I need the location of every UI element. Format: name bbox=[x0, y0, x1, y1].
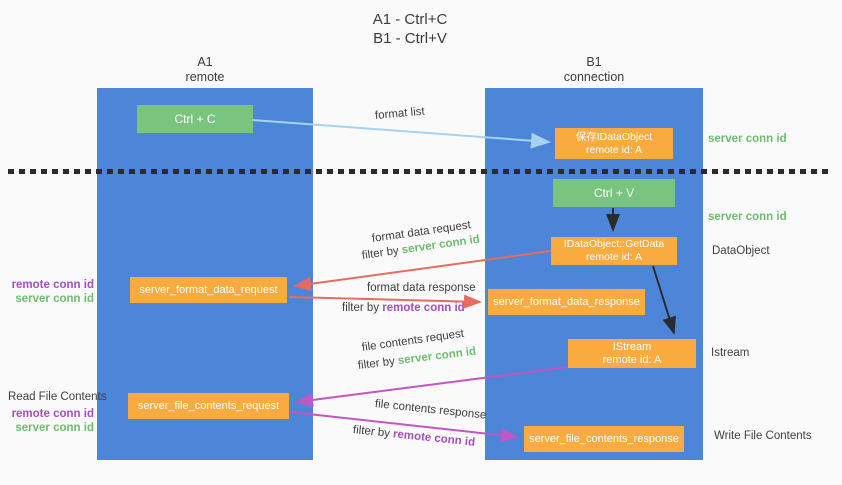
node-file-request-label: server_file_contents_request bbox=[137, 399, 280, 412]
node-server-format-data-response: server_format_data_response bbox=[488, 289, 645, 315]
filter-by-text: filter by bbox=[352, 424, 394, 441]
annotation-conn-ids-left-bottom: remote conn id server conn id bbox=[6, 407, 94, 435]
filter-by-text: filter by bbox=[357, 355, 399, 372]
node-istream: IStream remote id: A bbox=[568, 339, 696, 368]
remote-conn-id-text: remote conn id bbox=[382, 302, 465, 314]
node-save-idataobject-line2: remote id: A bbox=[585, 143, 643, 156]
lane-b1-name: B1 bbox=[586, 55, 602, 69]
title-line-2: B1 - Ctrl+V bbox=[373, 30, 447, 47]
title-line-1: A1 - Ctrl+C bbox=[372, 11, 448, 28]
node-save-idataobject: 保存IDataObject remote id: A bbox=[555, 128, 673, 159]
node-istream-line1: IStream bbox=[612, 340, 652, 353]
lane-b1-role: connection bbox=[563, 70, 625, 84]
node-save-idataobject-line1: 保存IDataObject bbox=[575, 130, 653, 143]
annotation-read-file-contents: Read File Contents bbox=[8, 391, 107, 403]
annotation-server-conn-id-mid-right: server conn id bbox=[708, 211, 787, 223]
node-format-request-label: server_format_data_request bbox=[139, 283, 278, 296]
node-idataobject-getdata: IDataObject::GetData remote id: A bbox=[551, 237, 677, 265]
annotation-dataobject: DataObject bbox=[712, 245, 770, 257]
node-server-file-contents-response: server_file_contents_response bbox=[524, 426, 684, 452]
label-filter-by-remote-1: filter by remote conn id bbox=[342, 302, 465, 314]
node-ctrl-c-label: Ctrl + C bbox=[174, 111, 216, 126]
node-ctrl-c: Ctrl + C bbox=[137, 105, 253, 133]
node-getdata-line1: IDataObject::GetData bbox=[563, 238, 665, 250]
lane-a1-role: remote bbox=[185, 70, 225, 84]
lane-header-a1: A1 remote bbox=[97, 55, 313, 85]
node-server-file-contents-request: server_file_contents_request bbox=[128, 393, 289, 419]
filter-by-text: filter by bbox=[342, 302, 383, 314]
annotation-istream: Istream bbox=[711, 347, 750, 359]
annotation-remote-conn-id-left-mid: remote conn id bbox=[11, 279, 94, 291]
remote-conn-id-text: remote conn id bbox=[392, 428, 476, 449]
node-istream-line2: remote id: A bbox=[602, 353, 662, 366]
dashed-divider bbox=[8, 169, 830, 174]
annotation-server-conn-id-top-right: server conn id bbox=[708, 133, 787, 145]
node-format-response-label: server_format_data_response bbox=[493, 295, 640, 308]
annotation-server-conn-id-left-mid: server conn id bbox=[15, 293, 94, 305]
label-format-list: format list bbox=[374, 105, 426, 122]
label-filter-by-remote-2: filter by remote conn id bbox=[352, 424, 475, 449]
annotation-server-conn-id-left-bottom: server conn id bbox=[15, 422, 94, 434]
node-server-format-data-request: server_format_data_request bbox=[130, 277, 287, 303]
filter-by-text: filter by bbox=[361, 244, 403, 262]
diagram-title: A1 - Ctrl+C B1 - Ctrl+V bbox=[280, 10, 540, 48]
annotation-write-file-contents: Write File Contents bbox=[714, 430, 812, 442]
node-getdata-line2: remote id: A bbox=[585, 251, 643, 263]
label-file-contents-response: file contents response bbox=[374, 398, 487, 422]
label-format-data-response: format data response bbox=[367, 282, 476, 294]
node-ctrl-v: Ctrl + V bbox=[553, 179, 675, 207]
annotation-remote-conn-id-left-bottom: remote conn id bbox=[11, 408, 94, 420]
node-ctrl-v-label: Ctrl + V bbox=[593, 185, 635, 200]
node-file-response-label: server_file_contents_response bbox=[529, 432, 679, 445]
server-conn-id-text: server conn id bbox=[397, 345, 477, 368]
lane-header-b1: B1 connection bbox=[485, 55, 703, 85]
lane-a1-name: A1 bbox=[197, 55, 213, 69]
annotation-conn-ids-left-mid: remote conn id server conn id bbox=[6, 278, 94, 306]
